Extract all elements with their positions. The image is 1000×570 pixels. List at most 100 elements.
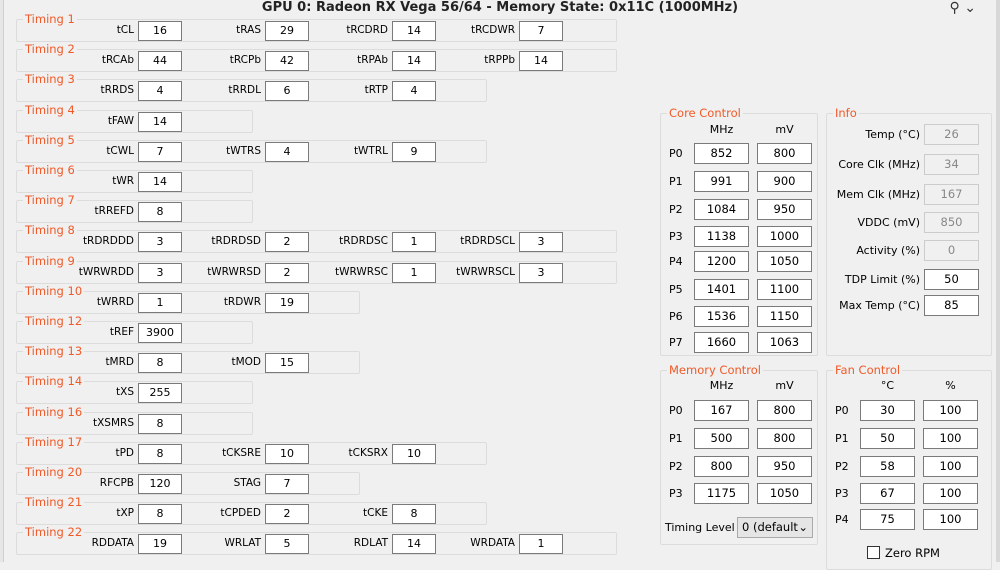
fan-pct-header: % xyxy=(945,379,956,392)
timing-field-input[interactable]: 14 xyxy=(392,51,436,72)
timing-field-label: tWRWRDD xyxy=(78,265,134,278)
timing-field-input[interactable]: 8 xyxy=(138,413,182,434)
timing-field-input[interactable]: 15 xyxy=(265,353,309,374)
pstate-mhz-input[interactable]: 500 xyxy=(694,428,749,449)
timing-field-input[interactable]: 9 xyxy=(392,141,436,162)
pstate-mv-input[interactable]: 1100 xyxy=(757,279,812,300)
timing-field-input[interactable]: 1 xyxy=(138,292,182,313)
pstate-t-input[interactable]: 50 xyxy=(860,428,915,449)
timing-field-input[interactable]: 8 xyxy=(138,353,182,374)
timing-field-label: WRLAT xyxy=(224,537,261,550)
pstate-mv-input[interactable]: 1050 xyxy=(757,251,812,272)
pstate-mv-input[interactable]: 1150 xyxy=(757,306,812,327)
timing-field-input[interactable]: 6 xyxy=(265,81,309,102)
timing-field-input[interactable]: 14 xyxy=(138,172,182,192)
timing-field-label: tREF xyxy=(109,326,134,338)
pstate-t-input[interactable]: 30 xyxy=(860,400,915,421)
timing-field-input[interactable]: 2 xyxy=(265,232,309,253)
pstate-t-input[interactable]: 75 xyxy=(860,509,915,530)
pstate-mhz-input[interactable]: 1084 xyxy=(694,199,749,220)
pstate-mhz-input[interactable]: 1536 xyxy=(694,306,749,327)
timing-field-input[interactable]: 3900 xyxy=(138,323,182,343)
pstate-pct-input[interactable]: 100 xyxy=(923,456,978,477)
timing-field-input[interactable]: 42 xyxy=(265,51,309,72)
timing-group-label: Timing 1 xyxy=(23,12,77,26)
pstate-mv-input[interactable]: 800 xyxy=(757,400,812,421)
timing-field-input[interactable]: 7 xyxy=(138,141,182,162)
pstate-pct-input[interactable]: 100 xyxy=(923,400,978,421)
info-value[interactable]: 50 xyxy=(924,269,979,290)
timing-field-label: tWTRL xyxy=(353,144,388,157)
pstate-mhz-input[interactable]: 1401 xyxy=(694,279,749,300)
timing-field-input[interactable]: 8 xyxy=(138,202,182,223)
timing-field-input[interactable]: 10 xyxy=(265,443,309,464)
timing-field-input[interactable]: 3 xyxy=(138,262,182,283)
timing-field-input[interactable]: 8 xyxy=(392,504,436,525)
timing-group-label: Timing 4 xyxy=(23,102,77,117)
timing-field-input[interactable]: 2 xyxy=(265,504,309,525)
pstate-mv-input[interactable]: 950 xyxy=(757,199,812,220)
timing-field-input[interactable]: 7 xyxy=(519,21,563,41)
timing-field-input[interactable]: 14 xyxy=(138,111,182,132)
timing-field-input[interactable]: 3 xyxy=(138,232,182,253)
pstate-mv-input[interactable]: 800 xyxy=(757,428,812,449)
timing-field-input[interactable]: 8 xyxy=(138,504,182,525)
timing-level-select[interactable]: 0 (default⌄ xyxy=(737,517,813,538)
pstate-pct-input[interactable]: 100 xyxy=(923,428,978,449)
timing-field-input[interactable]: 14 xyxy=(392,534,436,555)
timing-field-input[interactable]: 1 xyxy=(519,534,563,555)
pstate-mhz-input[interactable]: 852 xyxy=(694,143,749,164)
pstate-mv-input[interactable]: 1063 xyxy=(757,332,812,353)
info-value[interactable]: 85 xyxy=(924,295,979,316)
timing-field-input[interactable]: 19 xyxy=(138,534,182,555)
pstate-t-input[interactable]: 67 xyxy=(860,483,915,504)
timing-group-label: Timing 13 xyxy=(23,344,85,359)
timing-field-input[interactable]: 120 xyxy=(138,474,182,494)
zero-rpm-checkbox[interactable] xyxy=(867,546,880,559)
timing-field-label: tMOD xyxy=(231,356,261,369)
timing-field-input[interactable]: 1 xyxy=(392,232,436,253)
timing-field-input[interactable]: 1 xyxy=(392,262,436,283)
timing-field-input[interactable]: 4 xyxy=(138,81,182,102)
timing-field-input[interactable]: 19 xyxy=(265,292,309,313)
pstate-mv-input[interactable]: 1000 xyxy=(757,226,812,247)
timing-field-input[interactable]: 10 xyxy=(392,443,436,464)
pstate-mv-input[interactable]: 800 xyxy=(757,143,812,164)
timing-field-input[interactable]: 8 xyxy=(138,443,182,464)
timing-field-input[interactable]: 14 xyxy=(392,21,436,41)
info-value: 0 xyxy=(924,240,979,261)
pstate-mhz-input[interactable]: 1138 xyxy=(694,226,749,247)
info-value: 26 xyxy=(924,124,979,145)
pstate-pct-input[interactable]: 100 xyxy=(923,483,978,504)
timing-field-input[interactable]: 4 xyxy=(392,81,436,102)
timing-field-label: tWTRS xyxy=(226,144,261,157)
pstate-mv-input[interactable]: 950 xyxy=(757,456,812,477)
core-mhz-header: MHz xyxy=(709,123,734,136)
pstate-mhz-input[interactable]: 1175 xyxy=(694,483,749,504)
timing-field-input[interactable]: 5 xyxy=(265,534,309,555)
pstate-mhz-input[interactable]: 800 xyxy=(694,456,749,477)
timing-field-input[interactable]: 255 xyxy=(138,383,182,404)
pstate-pct-input[interactable]: 100 xyxy=(923,509,978,530)
timing-field-input[interactable]: 29 xyxy=(265,21,309,41)
pstate-mv-input[interactable]: 1050 xyxy=(757,483,812,504)
timing-field-input[interactable]: 4 xyxy=(265,141,309,162)
timing-field-input[interactable]: 44 xyxy=(138,51,182,72)
timing-field-input[interactable]: 2 xyxy=(265,262,309,283)
pstate-mhz-input[interactable]: 167 xyxy=(694,400,749,421)
pstate-mv-input[interactable]: 900 xyxy=(757,171,812,192)
timing-group-label: Timing 3 xyxy=(23,72,77,87)
pstate-mhz-input[interactable]: 1200 xyxy=(694,251,749,272)
pstate-mhz-input[interactable]: 1660 xyxy=(694,332,749,353)
pin-icon[interactable]: ⚲ xyxy=(949,0,960,16)
timing-field-input[interactable]: 14 xyxy=(519,51,563,72)
timing-field-input[interactable]: 16 xyxy=(138,21,182,41)
pstate-t-input[interactable]: 58 xyxy=(860,456,915,477)
window-right-edge xyxy=(996,0,1000,562)
timing-field-input[interactable]: 3 xyxy=(519,232,563,253)
timing-field-input[interactable]: 7 xyxy=(265,474,309,494)
pstate-mhz-input[interactable]: 991 xyxy=(694,171,749,192)
chevron-down-icon[interactable]: ⌄ xyxy=(964,0,976,16)
timing-field-input[interactable]: 3 xyxy=(519,262,563,283)
